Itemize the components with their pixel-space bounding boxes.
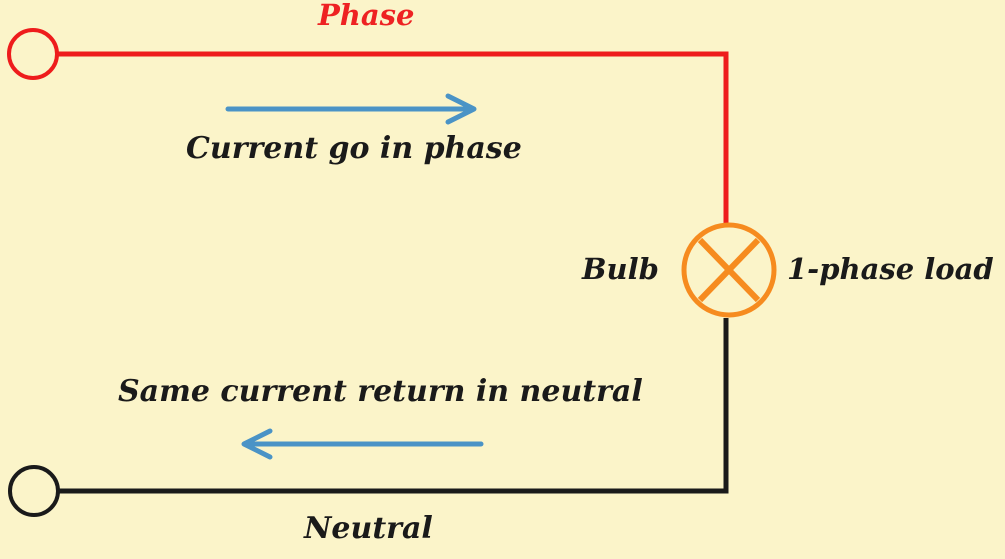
phase-label: Phase (318, 0, 415, 32)
phase-terminal-icon (7, 28, 59, 80)
lamp-cross-icon (681, 222, 777, 318)
neutral-label: Neutral (304, 511, 433, 546)
arrow-head (445, 93, 477, 125)
bulb-circle (681, 222, 777, 318)
load-label: 1-phase load (787, 252, 994, 286)
bulb-cross-line (697, 237, 761, 303)
neutral-wire (58, 318, 729, 494)
current-return-label: Same current return in neutral (118, 374, 643, 409)
neutral-terminal-icon (8, 465, 60, 517)
arrow-head (241, 428, 273, 460)
current-go-label: Current go in phase (186, 131, 522, 166)
bulb-label: Bulb (582, 252, 659, 286)
current-direction-left-arrow-icon (241, 428, 484, 460)
current-direction-right-arrow-icon (225, 93, 477, 125)
phase-wire (58, 51, 729, 226)
